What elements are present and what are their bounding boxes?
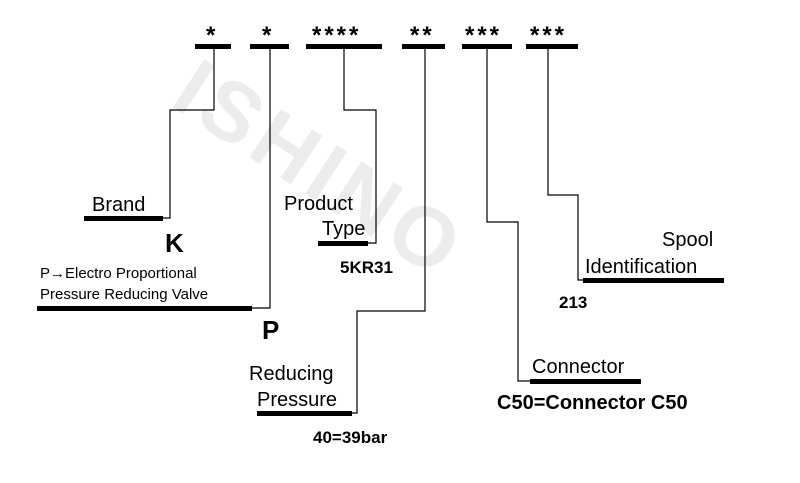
code-bar-3 [306,44,382,49]
pressure-leader [352,49,426,414]
brand-label: Brand [92,194,146,216]
code-segment-4: ** [410,22,435,49]
type-leader [343,49,377,244]
spool-underline [583,278,724,283]
code-segment-3: **** [312,22,362,49]
code-bar-4 [402,44,445,49]
code-bar-2 [250,44,289,49]
valve-value: P [262,315,280,345]
type-underline [318,241,368,246]
code-segment-2: * [262,22,275,49]
code-bar-6 [526,44,578,49]
valve-desc-line1: P→Electro Proportional [40,265,197,282]
pressure-label-line1: Reducing [249,363,334,385]
valve-leader [252,49,271,309]
pressure-value: 40=39bar [313,428,388,447]
code-bar-1 [195,44,231,49]
brand-value: K [165,228,184,258]
valve-desc-line2: Pressure Reducing Valve [40,286,209,303]
spool-label-line2: Identification [585,256,698,278]
product-type-label-line2: Type [322,218,366,240]
connector-leader [486,49,530,382]
pressure-label-line2: Pressure [257,389,338,411]
brand-leader [163,49,215,219]
spool-value: 213 [559,293,588,312]
spool-label-line1: Spool [662,229,714,251]
spool-leader [547,49,583,281]
connector-underline [530,379,641,384]
code-segment-1: * [206,22,219,49]
pressure-underline [257,411,352,416]
code-bar-5 [462,44,512,49]
code-segment-5: *** [465,22,503,49]
product-type-label-line1: Product [284,193,353,215]
connector-label: Connector [532,356,625,378]
valve-underline [37,306,252,311]
connector-value: C50=Connector C50 [497,392,688,414]
product-type-value: 5KR31 [340,258,393,277]
brand-underline [84,216,163,221]
code-segment-6: *** [530,22,568,49]
